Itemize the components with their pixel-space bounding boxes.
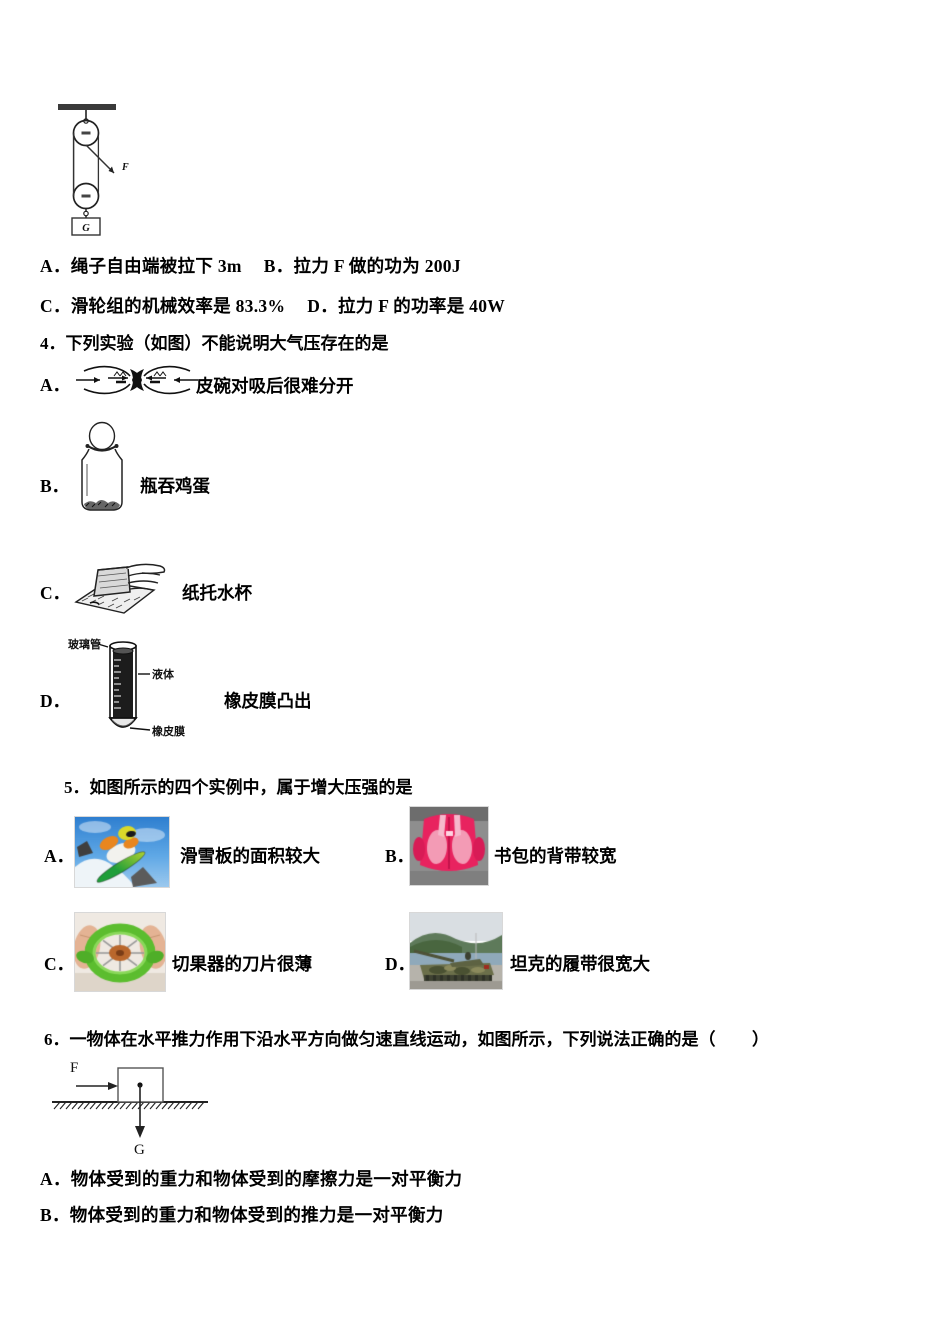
paper-supporting-cup-figure — [68, 556, 173, 618]
tube-label-membrane: 橡皮膜 — [152, 724, 185, 738]
question-5-stem: 5．如图所示的四个实例中，属于增大压强的是 — [64, 778, 413, 797]
q4-option-a-caption: 皮碗对吸后很难分开 — [196, 376, 354, 396]
q6-option-a-text: 物体受到的重力和物体受到的摩擦力是一对平衡力 — [70, 1169, 463, 1189]
q4-option-a-letter: A． — [40, 375, 71, 395]
tube-label-glass-tube: 玻璃管 — [68, 637, 101, 651]
q4-option-d-letter: D． — [40, 691, 71, 711]
q5-option-b-letter: B． — [385, 846, 415, 866]
q4-option-c-letter: C． — [40, 583, 71, 603]
suction-cups-figure — [70, 362, 205, 398]
q6-weight-label: G — [134, 1142, 145, 1158]
pulley-force-label: F — [121, 162, 129, 173]
q6-option-b-text: 物体受到的重力和物体受到的推力是一对平衡力 — [69, 1205, 444, 1225]
block-on-ground-diagram: F G — [48, 1058, 278, 1158]
q3-option-d-letter: D． — [307, 296, 338, 316]
q5-option-a-letter: A． — [44, 846, 75, 866]
snowboarder-photo — [74, 816, 170, 888]
q3-options-row-1: A．绳子自由端被拉下 3m B．拉力 F 做的功为 200J — [40, 253, 461, 278]
q5-option-c-caption: 切果器的刀片很薄 — [172, 954, 312, 974]
tube-rubber-membrane-figure: 玻璃管 液体 橡皮膜 — [68, 632, 228, 742]
tube-label-liquid: 液体 — [152, 667, 175, 681]
q5-option-a-caption: 滑雪板的面积较大 — [180, 846, 320, 866]
question-6-stem-close: ） — [752, 1030, 769, 1049]
q6-option-b-letter: B． — [40, 1205, 70, 1225]
q3-option-c-text: 滑轮组的机械效率是 83.3% — [70, 296, 286, 316]
q3-option-b-letter: B． — [263, 256, 294, 276]
q5-option-d-letter: D． — [385, 954, 416, 974]
q4-option-b-letter: B． — [40, 476, 70, 496]
apple-slicer-photo — [74, 912, 166, 992]
q4-option-c-caption: 纸托水杯 — [182, 583, 252, 603]
question-4-stem: 4．下列实验（如图）不能说明大气压存在的是 — [40, 334, 389, 353]
pulley-system-diagram: G F — [52, 100, 182, 236]
q5-option-d-caption: 坦克的履带很宽大 — [510, 954, 650, 974]
tank-photo — [409, 912, 503, 990]
q3-options-row-2: C．滑轮组的机械效率是 83.3% D．拉力 F 的功率是 40W — [40, 293, 505, 318]
q6-option-a-letter: A． — [40, 1169, 71, 1189]
question-6-stem: 6．一物体在水平推力作用下沿水平方向做匀速直线运动，如图所示，下列说法正确的是（ — [44, 1030, 716, 1049]
pulley-weight-label: G — [82, 223, 90, 234]
q3-option-c-letter: C． — [40, 296, 71, 316]
q3-option-a-letter: A． — [40, 256, 71, 276]
q3-option-b-text: 拉力 F 做的功为 200J — [293, 256, 461, 276]
q5-option-b-caption: 书包的背带较宽 — [494, 846, 617, 866]
q6-option-b: B．物体受到的重力和物体受到的推力是一对平衡力 — [40, 1202, 444, 1227]
q4-option-d-caption: 橡皮膜凸出 — [224, 691, 312, 711]
q6-option-a: A．物体受到的重力和物体受到的摩擦力是一对平衡力 — [40, 1166, 462, 1191]
bottle-swallowing-egg-figure — [68, 421, 136, 514]
q5-option-c-letter: C． — [44, 954, 75, 974]
q3-option-a-text: 绳子自由端被拉下 3m — [70, 256, 242, 276]
q6-force-label: F — [70, 1060, 78, 1076]
pink-backpack-photo — [409, 806, 489, 886]
q3-option-d-text: 拉力 F 的功率是 40W — [338, 296, 506, 316]
q4-option-b-caption: 瓶吞鸡蛋 — [140, 476, 210, 496]
